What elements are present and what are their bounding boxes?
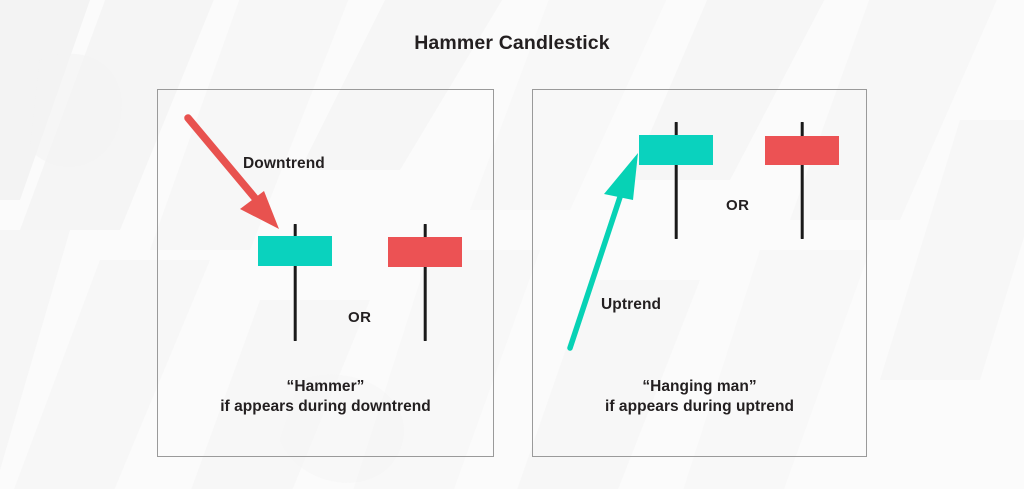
or-label-hammer: OR [348,309,372,326]
caption-line-2: if appears during downtrend [220,398,431,416]
candle-body-bearish [388,237,462,267]
candle-body-bearish [765,136,839,165]
bullish-hanging-man-candle [639,122,713,239]
bullish-hammer-candle [258,224,332,341]
candle-body-bullish [258,236,332,266]
page-title: Hammer Candlestick [414,32,610,54]
trend-label-uptrend: Uptrend [601,296,662,313]
trend-label-downtrend: Downtrend [243,155,325,172]
caption-hammer: “Hammer” if appears during downtrend [157,377,494,418]
caption-line-1: “Hanging man” [642,378,757,395]
caption-line-2: if appears during uptrend [605,398,794,416]
caption-line-1: “Hammer” [286,378,365,395]
bearish-hammer-candle [388,224,462,341]
or-label-hanging-man: OR [726,197,750,214]
caption-hanging-man: “Hanging man” if appears during uptrend [532,377,867,418]
candle-body-bullish [639,135,713,165]
bearish-hanging-man-candle [765,122,839,239]
